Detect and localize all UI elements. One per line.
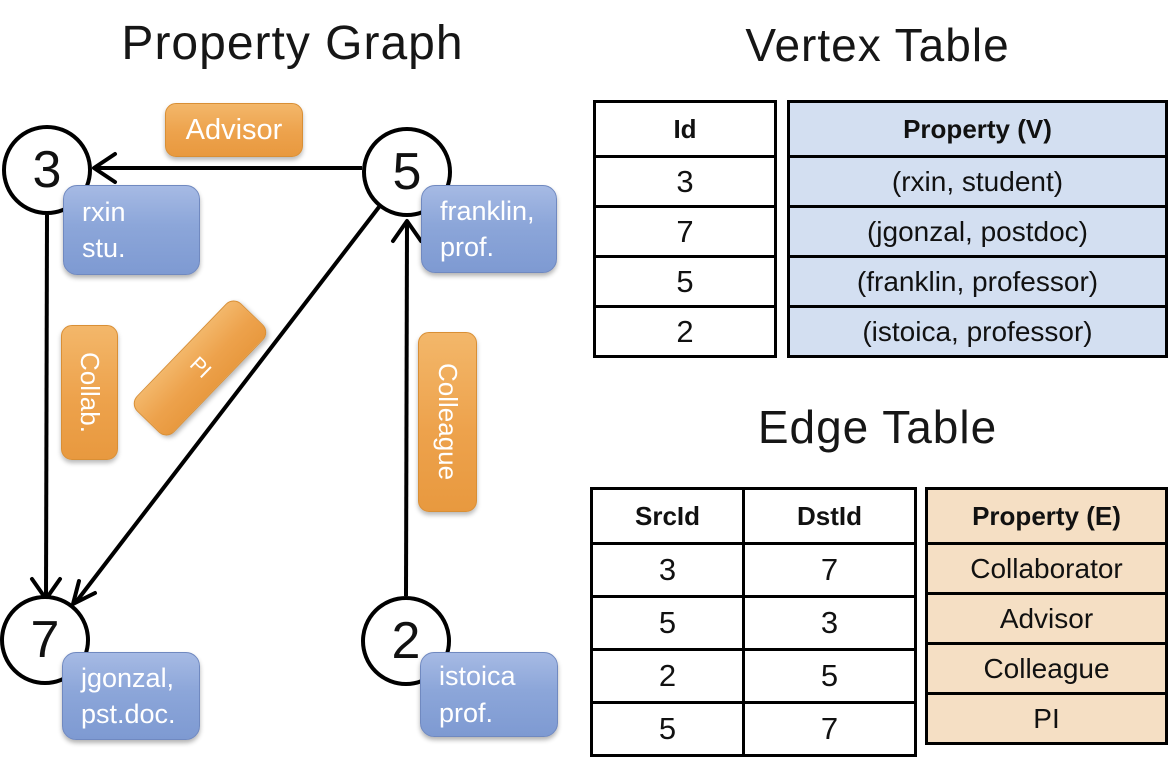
edge-table-src-cell: 5 [658, 711, 677, 746]
edge-table-title: Edge Table [757, 401, 998, 453]
edge-advisor-arrowhead [92, 152, 117, 184]
node-2-property-box: istoica prof. [420, 652, 558, 737]
edge-table-row: 3 7 [593, 542, 914, 595]
node-3-property-line2: stu. [82, 233, 126, 263]
node-7-id: 7 [30, 611, 60, 669]
node-7-property-line2: pst.doc. [81, 699, 176, 729]
node-2-circle: 2 [361, 596, 451, 686]
edge-table-src-cell: 2 [658, 658, 677, 693]
edge-label-pi-text: PI [185, 352, 216, 383]
vertex-table-id-cell: 7 [596, 205, 774, 255]
edge-table-src-header: SrcId [634, 500, 701, 531]
node-5-property-line2: prof. [440, 232, 495, 262]
node-5-property-line1: franklin, [440, 195, 535, 226]
edge-table-property-cell: PI [928, 692, 1165, 742]
vertex-table: Id 3 7 5 2 Property (V) (rxin, student) … [593, 100, 1168, 358]
vertex-table-property-column: Property (V) (rxin, student) (jgonzal, p… [787, 100, 1168, 358]
node-2-property-line1: istoica [439, 661, 516, 692]
edge-table-property-column: Property (E) Collaborator Advisor Collea… [925, 487, 1168, 745]
edge-table: SrcId DstId 3 7 5 3 2 5 5 7 Property (E)… [590, 487, 1168, 757]
vertex-table-id-cell: 3 [596, 155, 774, 205]
edge-table-dst-cell: 7 [742, 704, 914, 754]
edge-label-advisor: Advisor [165, 103, 303, 157]
edge-table-dst-cell: 5 [742, 651, 914, 701]
edge-table-dst-cell: 7 [742, 545, 914, 595]
node-5-id: 5 [392, 143, 422, 201]
edge-table-property-header: Property (E) [928, 490, 1165, 542]
edge-colleague-line [404, 223, 409, 597]
vertex-table-id-header: Id [673, 113, 697, 144]
vertex-table-id-column: Id 3 7 5 2 [593, 100, 777, 358]
edge-table-src-cell: 5 [658, 605, 677, 640]
edge-colleague-arrowhead [391, 219, 423, 243]
vertex-table-property-cell: (rxin, student) [790, 155, 1165, 205]
node-3-property-box: rxin stu. [63, 185, 200, 275]
edge-table-row: 2 5 [593, 648, 914, 701]
edge-table-property-cell: Collaborator [928, 542, 1165, 592]
vertex-table-property-header: Property (V) [790, 103, 1165, 155]
vertex-table-property-cell: (istoica, professor) [790, 305, 1165, 355]
edge-table-property-cell: Colleague [928, 642, 1165, 692]
edge-table-dst-header: DstId [742, 490, 914, 542]
edge-table-row: 5 3 [593, 595, 914, 648]
vertex-table-property-cell: (franklin, professor) [790, 255, 1165, 305]
node-2-id: 2 [391, 612, 421, 670]
graph-edges-canvas [30, 152, 423, 606]
property-graph-title: Property Graph [121, 17, 464, 70]
edge-table-id-columns: SrcId DstId 3 7 5 3 2 5 5 7 [590, 487, 917, 757]
edge-label-colleague: Colleague [418, 332, 477, 512]
edge-table-src-cell: 3 [658, 552, 677, 587]
node-3-id: 3 [32, 141, 62, 199]
vertex-table-id-cell: 2 [596, 305, 774, 355]
edge-collaborator-line [44, 214, 49, 598]
vertex-table-id-cell: 5 [596, 255, 774, 305]
node-2-property-line2: prof. [439, 697, 494, 728]
node-7-property-box: jgonzal, pst.doc. [62, 652, 200, 740]
node-5-property-box: franklin, prof. [421, 185, 557, 273]
edge-table-property-cell: Advisor [928, 592, 1165, 642]
edge-pi-line [74, 205, 381, 604]
node-7-property-line1: jgonzal, [81, 662, 175, 693]
edge-table-dst-cell: 3 [742, 598, 914, 648]
vertex-table-property-cell: (jgonzal, postdoc) [790, 205, 1165, 255]
node-3-property-line1: rxin [82, 196, 126, 227]
edge-table-row: 5 7 [593, 701, 914, 754]
edge-table-header-row: SrcId DstId [593, 490, 914, 542]
edge-label-collab: Collab. [61, 325, 118, 460]
vertex-table-title: Vertex Table [745, 19, 1010, 71]
